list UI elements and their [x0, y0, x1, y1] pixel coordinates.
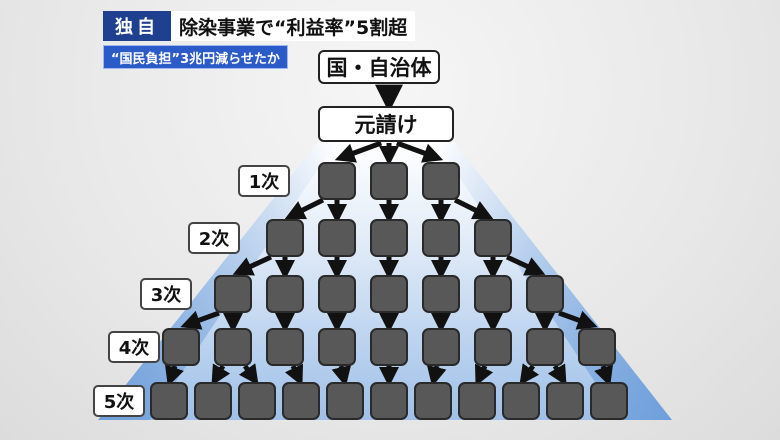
arrow-tier4-to-tier5 [474, 363, 494, 387]
arrow-tier2-to-tier3 [505, 254, 546, 276]
subcontractor-node-tier5 [458, 382, 496, 420]
subcontractor-node-tier4 [370, 328, 408, 366]
arrow-tier1-to-tier2 [453, 197, 494, 220]
subcontractor-node-tier1 [422, 162, 460, 200]
subcontractor-node-tier5 [502, 382, 540, 420]
subcontractor-node-tier4 [422, 328, 460, 366]
arrow-tier3-to-tier4 [180, 310, 220, 330]
subcontractor-node-tier5 [590, 382, 628, 420]
subcontractor-node-tier3 [214, 275, 252, 313]
arrow-tier4-to-tier5 [238, 363, 259, 386]
tier-label-5: 5次 [93, 385, 145, 417]
arrow-tier3-to-tier4 [558, 310, 598, 330]
arrow-prime-to-tier1 [395, 140, 444, 163]
subcontractor-node-tier4 [526, 328, 564, 366]
subcontractor-node-tier5 [238, 382, 276, 420]
subcontractor-node-tier5 [194, 382, 232, 420]
subcontractor-node-tier2 [318, 219, 356, 257]
subcontractor-node-tier1 [370, 162, 408, 200]
headline-banner: 独自 除染事業で“利益率”5割超 [103, 11, 416, 41]
subcontractor-node-tier5 [414, 382, 452, 420]
subcontractor-node-tier3 [526, 275, 564, 313]
subcontractor-node-tier5 [282, 382, 320, 420]
exclusive-badge: 独自 [103, 11, 171, 41]
subcontractor-node-tier3 [318, 275, 356, 313]
subcontractor-node-tier5 [546, 382, 584, 420]
arrow-tier4-to-tier5 [519, 363, 540, 386]
subcontractor-node-tier5 [370, 382, 408, 420]
arrow-tier4-to-tier5 [331, 365, 352, 387]
subcontractor-node-tier4 [266, 328, 304, 366]
tier-label-4: 4次 [108, 331, 160, 363]
tier-label-3: 3次 [140, 278, 192, 310]
arrow-tier4-to-tier5 [284, 363, 304, 387]
arrow-tier2-to-tier3 [232, 254, 273, 276]
subcontractor-node-tier4 [214, 328, 252, 366]
subcontractor-node-tier3 [370, 275, 408, 313]
arrow-tier4-to-tier5 [164, 364, 184, 387]
subcontractor-node-tier4 [162, 328, 200, 366]
subcontractor-node-tier5 [150, 382, 188, 420]
headline-text: 除染事業で“利益率”5割超 [171, 11, 416, 41]
subcontractor-node-tier2 [474, 219, 512, 257]
tier-label-1: 1次 [238, 165, 290, 197]
subcontractor-node-tier4 [474, 328, 512, 366]
subcontractor-node-tier3 [266, 275, 304, 313]
subcontractor-node-tier5 [326, 382, 364, 420]
arrow-tier4-to-tier5 [211, 363, 231, 386]
arrow-tier1-to-tier2 [284, 197, 325, 220]
subcontractor-node-tier3 [474, 275, 512, 313]
arrow-tier4-to-tier5 [426, 365, 447, 387]
subcontractor-node-tier2 [422, 219, 460, 257]
subcontractor-node-tier2 [370, 219, 408, 257]
subcontractor-node-tier4 [578, 328, 616, 366]
arrow-tier4-to-tier5 [594, 364, 614, 387]
arrow-prime-to-tier1 [334, 140, 383, 163]
government-node: 国・自治体 [318, 50, 440, 84]
tier-label-2: 2次 [188, 222, 240, 254]
prime-contractor-node: 元請け [318, 106, 454, 142]
subcontractor-node-tier2 [266, 219, 304, 257]
arrow-tier4-to-tier5 [547, 363, 567, 386]
subcontractor-node-tier1 [318, 162, 356, 200]
sub-headline-tag: “国民負担”3兆円減らせたか [103, 45, 288, 69]
subcontractor-node-tier4 [318, 328, 356, 366]
subcontractor-node-tier3 [422, 275, 460, 313]
